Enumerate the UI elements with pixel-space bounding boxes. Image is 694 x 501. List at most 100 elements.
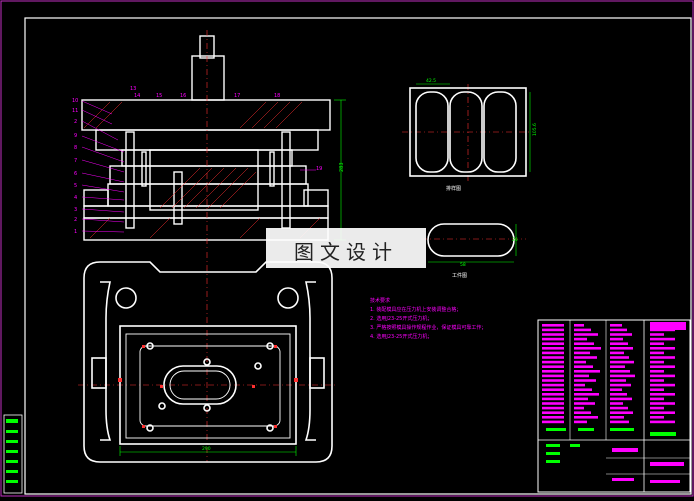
balloon-15: 15: [156, 93, 162, 99]
title-block-green-cells: [546, 428, 676, 463]
parts-list-bar: [650, 347, 675, 350]
parts-list-bar: [574, 406, 584, 410]
balloon-5: 5: [74, 183, 77, 189]
workpiece-length-text: 58: [460, 262, 466, 268]
title-block-magenta-cells: [612, 322, 686, 483]
parts-list-bar: [650, 416, 664, 419]
parts-list-bar: [542, 393, 564, 396]
parts-list-bar: [610, 342, 628, 345]
balloon-2a: 2: [74, 119, 77, 125]
strip-pitch-text: 42.5: [426, 78, 436, 84]
parts-list-bar: [650, 370, 664, 373]
parts-list-bar: [542, 411, 564, 414]
parts-list-bar: [542, 397, 564, 401]
strip-height-text: 105.6: [532, 123, 538, 136]
parts-list-bar: [610, 370, 630, 373]
parts-list-bar: [650, 374, 675, 378]
base-width-dimension: [119, 446, 297, 456]
center-lines: [78, 30, 532, 462]
parts-list-bar: [574, 370, 600, 373]
workpiece-height-text: 26: [512, 237, 518, 243]
strip-dimensions: [416, 83, 531, 172]
assembly-section-view: [81, 35, 331, 241]
parts-list-bar: [650, 337, 675, 341]
parts-list-bar: [650, 420, 675, 424]
parts-list-bar: [610, 360, 634, 364]
parts-list-bar: [574, 411, 591, 414]
workpiece-label: 工件图: [452, 272, 467, 279]
parts-list-bar: [610, 337, 623, 341]
note-2: 2. 选用J23-25开式压力机；: [370, 316, 433, 322]
note-3: 3. 严格按照模具操作规程作业，保证模具可靠工作；: [370, 325, 487, 331]
strip-layout-label: 排样图: [446, 185, 461, 192]
parts-list-bar: [542, 406, 564, 410]
parts-list-bar: [610, 356, 629, 359]
parts-list-bar: [542, 333, 564, 336]
balloon-1: 1: [74, 229, 77, 235]
part-balloons-left: [81, 100, 316, 233]
balloon-16: 16: [180, 93, 186, 99]
notes-title: 技术要求: [370, 298, 391, 304]
parts-list-bar: [610, 397, 632, 401]
balloon-9: 9: [74, 133, 77, 139]
base-width-text: 290: [202, 446, 211, 452]
parts-list-bar: [542, 374, 564, 378]
parts-list-bar: [542, 360, 564, 364]
balloon-3: 3: [74, 207, 77, 213]
parts-list-bar: [542, 388, 564, 391]
parts-list-bar: [574, 328, 591, 332]
parts-list-bar: [610, 324, 622, 327]
parts-list-bar: [574, 347, 601, 350]
parts-list-bar: [650, 351, 664, 355]
balloon-11: 11: [72, 108, 78, 114]
workpiece-outline: [427, 223, 515, 257]
parts-list-bar: [542, 324, 564, 327]
balloon-7: 7: [74, 158, 77, 164]
parts-list-bar: [574, 333, 598, 336]
parts-list-bar: [542, 420, 564, 424]
parts-list-bar: [542, 379, 564, 382]
parts-list-bar: [574, 324, 584, 327]
parts-list-bar: [650, 393, 675, 396]
note-4: 4. 选用J23-25开式压力机；: [370, 334, 433, 340]
parts-list-bar: [574, 379, 596, 382]
parts-list-bar: [610, 388, 622, 391]
parts-list-bar: [650, 402, 675, 405]
parts-list-bar: [610, 416, 624, 419]
parts-list-bar: [574, 351, 590, 355]
parts-list-bar: [650, 383, 675, 387]
parts-list-bar: [650, 342, 664, 345]
parts-list-bar: [610, 328, 627, 332]
lower-die-plan-view: [83, 261, 333, 463]
inner-frame: [24, 17, 692, 495]
parts-list-bar: [610, 333, 632, 336]
parts-list-bar: [650, 379, 664, 382]
watermark-background: [266, 228, 426, 268]
parts-list-bar: [574, 416, 598, 419]
balloon-4: 4: [74, 195, 77, 201]
parts-list-bar: [610, 420, 629, 424]
parts-list-bar: [650, 356, 675, 359]
parts-list-bar: [574, 393, 599, 396]
parts-list-bar: [610, 347, 633, 350]
parts-list-bar: [574, 360, 586, 364]
parts-list-bar: [610, 411, 633, 414]
parts-list-bar: [542, 342, 564, 345]
parts-list-bar: [542, 416, 564, 419]
parts-list-bar: [542, 337, 564, 341]
parts-list-bar: [574, 337, 587, 341]
parts-list-bar: [610, 383, 631, 387]
plan-markers: [118, 345, 298, 428]
parts-list-bar: [542, 356, 564, 359]
section-hatching: [83, 101, 321, 239]
balloon-19: 19: [316, 166, 322, 172]
parts-list-bar: [542, 365, 564, 368]
strip-layout-view: [409, 87, 527, 177]
parts-list-bar: [542, 370, 564, 373]
title-block: [537, 319, 691, 493]
parts-list-bar: [650, 333, 664, 336]
parts-list-bar: [610, 402, 623, 405]
parts-list-bar: [574, 420, 587, 424]
